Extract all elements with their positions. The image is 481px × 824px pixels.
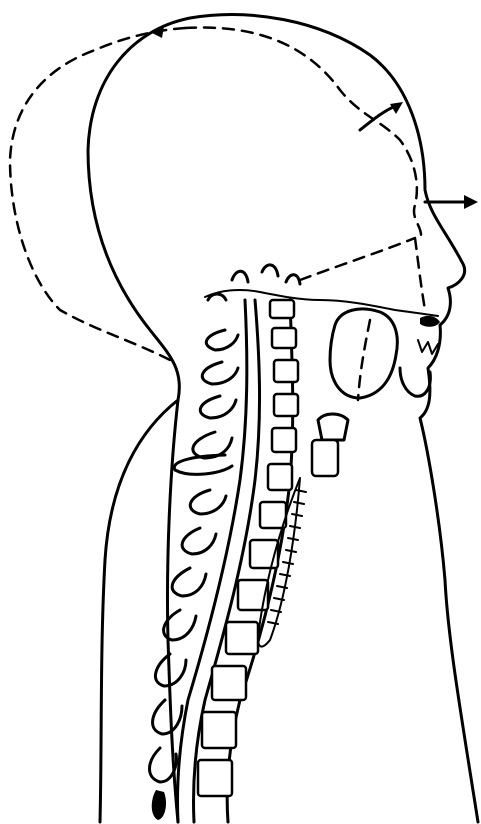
vertebra [268, 464, 292, 490]
vertebra [272, 428, 296, 452]
occipital-processes [208, 265, 300, 300]
vertebra [274, 360, 298, 382]
vertebra [226, 622, 258, 654]
vertebra [260, 502, 286, 528]
vertebra [212, 666, 246, 700]
dashed-upper-path [185, 28, 421, 240]
vertebra [274, 394, 298, 416]
dashed-pharynx-path [358, 320, 370, 400]
thyroid-cartilage [312, 440, 338, 476]
head-body-outline [88, 15, 478, 822]
dashed-skull-outline [10, 28, 185, 360]
vertebra [270, 300, 294, 318]
skull-base [205, 290, 438, 316]
vertebra [202, 712, 236, 748]
airway-arrow-2 [425, 195, 478, 209]
tongue [330, 309, 397, 398]
vertebra [272, 328, 296, 348]
lip [420, 316, 440, 327]
mandible [400, 368, 430, 396]
larynx [312, 414, 348, 476]
teeth [418, 340, 438, 354]
vertebra [198, 760, 232, 796]
